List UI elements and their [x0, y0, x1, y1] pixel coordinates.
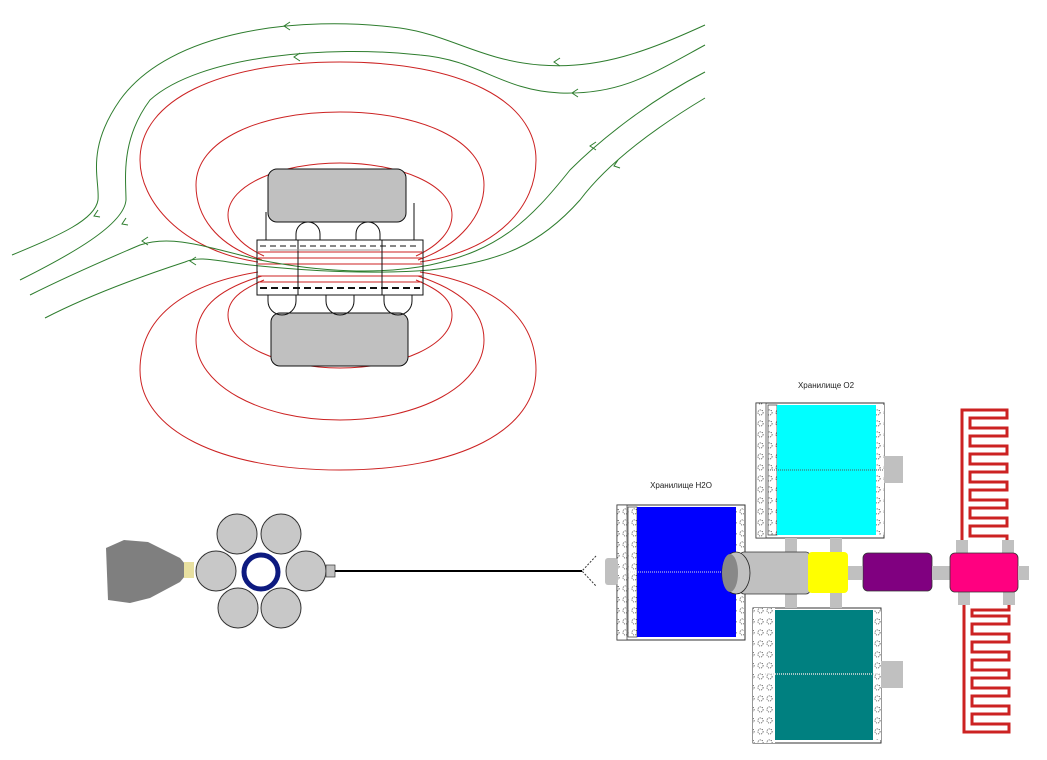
arrow-icon	[121, 217, 129, 226]
docking-cone	[581, 555, 597, 587]
pink-module	[949, 552, 1019, 593]
spacecraft-left-assembly	[106, 513, 597, 629]
red-field-lines	[139, 61, 537, 471]
yellow-module	[808, 552, 848, 593]
green-flow-lines	[11, 23, 706, 319]
flow-line-4	[44, 97, 706, 319]
arrow-icon	[589, 141, 597, 151]
core-tube	[256, 239, 424, 296]
field-loop-upper-outer	[139, 61, 537, 263]
field-loop-lower-inner	[227, 279, 453, 369]
central-ring	[241, 552, 281, 592]
docking-cylinder	[739, 551, 811, 595]
arrow-icon	[613, 159, 621, 169]
engine-nozzle	[106, 540, 190, 603]
o2-tank-label: Хранилище О2	[798, 381, 855, 390]
h2o-tank: Хранилище Н2О	[605, 481, 746, 641]
sphere	[217, 587, 259, 629]
upper-coil-block	[267, 168, 407, 223]
arrow-icon	[93, 209, 101, 218]
arrow-icon	[283, 21, 291, 31]
sphere	[195, 550, 237, 592]
arrow-icon	[571, 88, 579, 98]
arrow-icon	[553, 57, 561, 67]
flow-arrows	[93, 21, 621, 266]
radiator-panel	[960, 408, 1011, 734]
sphere	[216, 513, 258, 555]
sphere	[260, 587, 302, 629]
electromagnet	[256, 168, 424, 367]
radiator-upper	[960, 408, 1009, 540]
arrow-icon	[293, 52, 301, 62]
radiator-lower	[962, 605, 1011, 734]
field-loop-upper-mid	[195, 111, 485, 261]
flow-line-2	[19, 44, 706, 281]
flow-line-3	[29, 71, 706, 296]
magnetic-field-diagram	[11, 21, 706, 471]
h2o-tank-label: Хранилище Н2О	[650, 481, 712, 490]
arrow-icon	[189, 256, 197, 266]
o2-tank: Хранилище О2	[755, 381, 903, 539]
field-loop-lower-mid	[195, 275, 485, 421]
fuel-spheres	[195, 513, 327, 629]
field-loop-upper-inner	[227, 162, 453, 257]
purple-module	[862, 552, 933, 592]
sphere	[260, 513, 302, 555]
lower-tank	[752, 607, 903, 744]
lower-coil-block	[270, 312, 409, 367]
lower-tank-fill	[775, 610, 873, 740]
arrow-icon	[141, 236, 149, 246]
sphere	[285, 550, 327, 592]
field-loop-lower-outer	[139, 271, 537, 471]
spacecraft-spine	[721, 538, 1029, 608]
